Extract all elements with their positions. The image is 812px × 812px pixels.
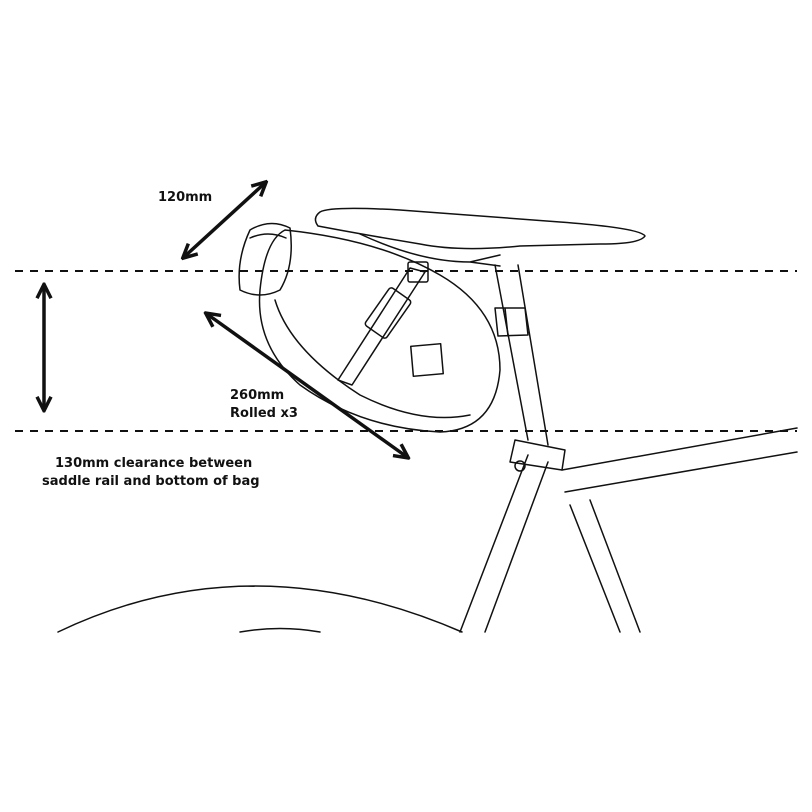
length-arrow [207, 314, 407, 457]
seat-tube [459, 454, 549, 633]
seatpost [494, 264, 549, 446]
length-note: Rolled x3 [230, 406, 298, 421]
clearance-label-line1: 130mm clearance between [55, 456, 253, 471]
buckle [364, 287, 412, 339]
saddle-rails [359, 233, 501, 267]
seat-clamp [509, 439, 566, 471]
top-tube [561, 427, 798, 493]
seat-bag-seam [274, 299, 471, 419]
seatpost-strap [494, 307, 529, 337]
clamp-bolt [514, 460, 526, 472]
seat-bag [258, 229, 501, 433]
length-label: 260mm [230, 388, 285, 403]
bag-logo [409, 342, 445, 378]
saddle [314, 207, 646, 250]
rear-wheel [57, 585, 463, 633]
width-label: 120mm [158, 190, 213, 205]
clearance-label-line2: saddle rail and bottom of bag [42, 474, 260, 489]
seat-stay-lug [569, 499, 641, 633]
width-arrow [184, 183, 265, 257]
rear-wheel-inner [239, 627, 321, 633]
